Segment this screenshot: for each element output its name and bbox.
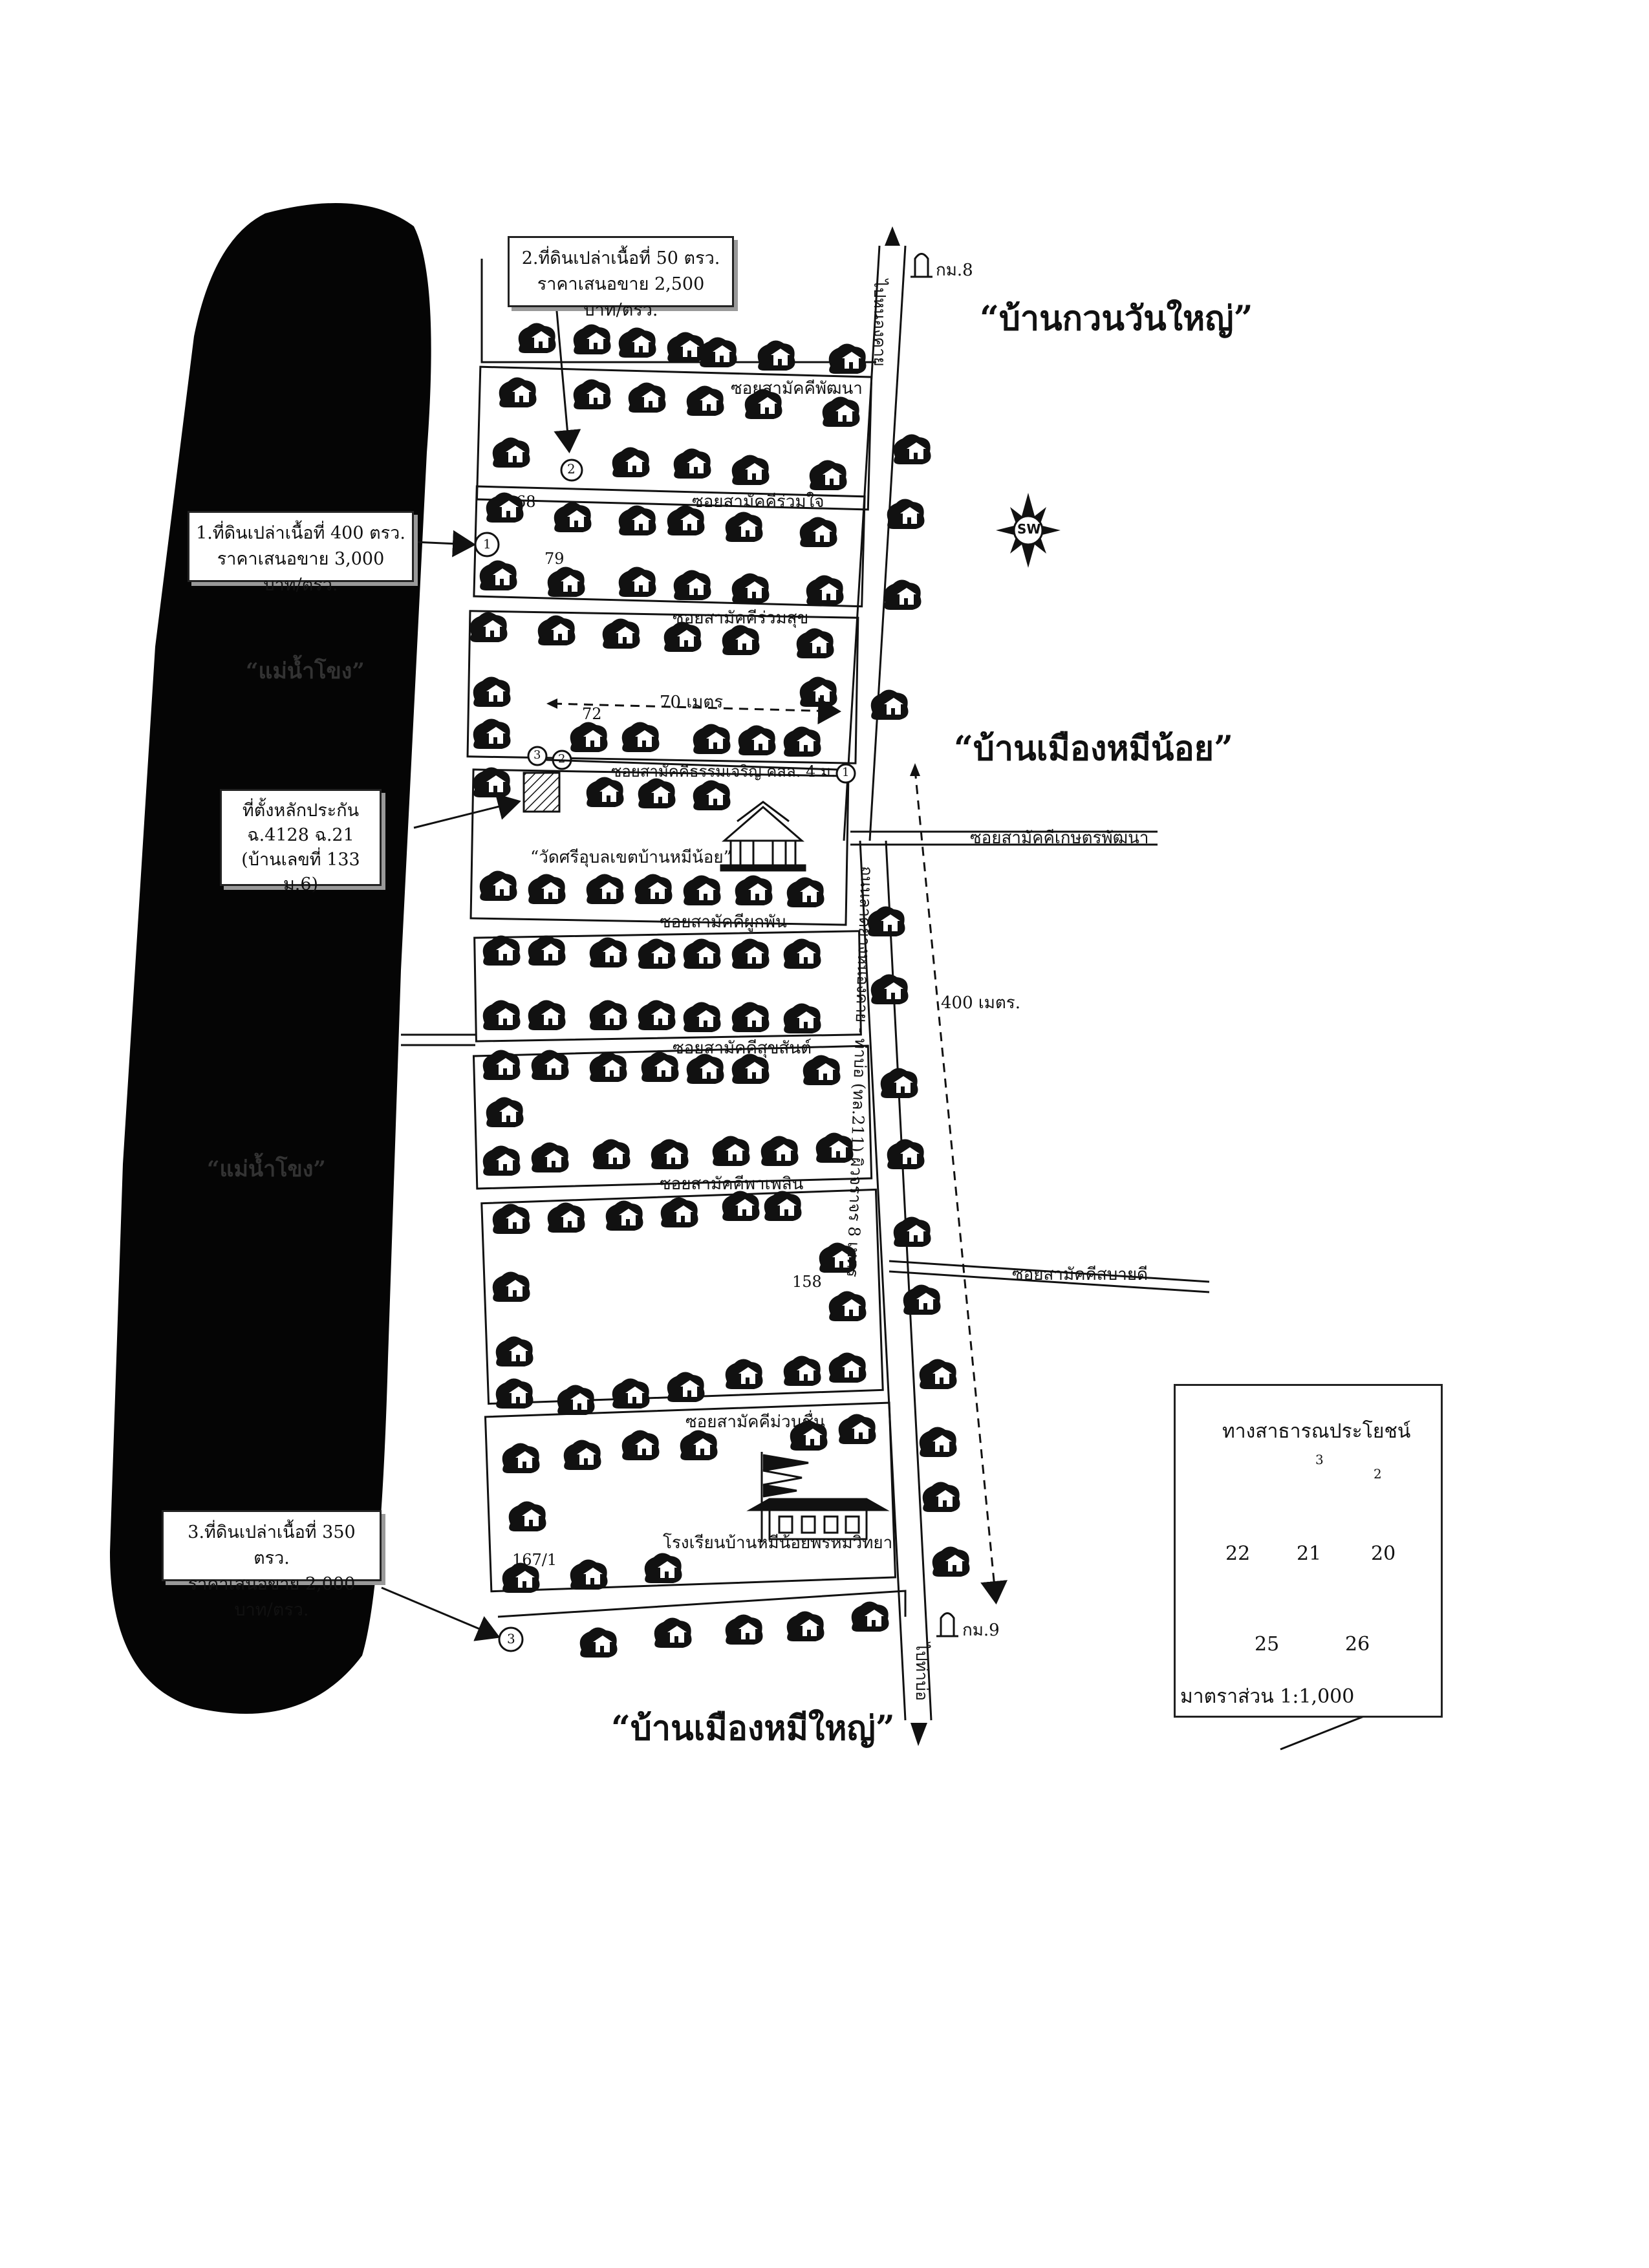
house-number: 158 — [792, 1273, 822, 1291]
leader-lines — [381, 303, 581, 1641]
village-middle-label: “บ้านเมืองหมีน้อย” — [954, 729, 1234, 768]
compass-icon — [996, 493, 1061, 568]
road-arrow-south — [911, 1723, 927, 1746]
soi-label-10: ซอยสามัคคีสบายดี — [1012, 1265, 1148, 1284]
plot-marker-3: 3 — [507, 1631, 515, 1647]
plot-marker-2: 2 — [567, 461, 576, 477]
collateral-parcel — [523, 772, 561, 813]
house-number: 79 — [544, 550, 565, 568]
km-post-north — [911, 253, 932, 278]
plot-markers — [474, 459, 856, 1652]
river-label-1: “แม่น้ำโขง” — [246, 658, 365, 684]
callout-collateral-deed: ฉ.4128 ฉ.21 — [247, 825, 354, 845]
plot-marker-2-collateral: 2 — [558, 752, 566, 766]
callout-collateral-title: ที่ตั้งหลักประกัน — [242, 801, 360, 821]
distance-label-400m: 400 เมตร. — [941, 993, 1021, 1013]
distance-line-70m — [552, 697, 841, 725]
inset-parcel-25: 25 — [1255, 1633, 1280, 1656]
soi-label-9: ซอยสามัคคีเกษตรพัฒนา — [970, 828, 1149, 848]
km-post-south — [936, 1612, 958, 1637]
inset-parcel-21: 21 — [1297, 1542, 1322, 1565]
inset-marker-3: 3 — [1315, 1452, 1324, 1467]
inset-marker-2: 2 — [1374, 1466, 1382, 1482]
callout-plot-1-area: 1.ที่ดินเปล่าเนื้อที่ 400 ตรว. — [196, 523, 405, 543]
school-label: โรงเรียนบ้านหมีน้อยพรหมวิทยา — [663, 1533, 893, 1553]
inset-scale: มาตราส่วน 1:1,000 — [1180, 1685, 1355, 1708]
callout-plot-3-price: ราคาเสนอขาย 2,000 บาท/ตรว. — [188, 1574, 356, 1620]
inset-title: ทางสาธารณประโยชน์ — [1222, 1420, 1411, 1443]
callout-plot-3-area: 3.ที่ดินเปล่าเนื้อที่ 350 ตรว. — [188, 1522, 356, 1568]
soi-label-8: ซอยสามัคคีม่วนชื่น — [685, 1412, 825, 1432]
callout-collateral-house-no: (บ้านเลขที่ 133 ม.6) — [241, 850, 360, 894]
callout-plot-1-price: ราคาเสนอขาย 3,000 บาท/ตรว. — [217, 549, 385, 595]
house-number: 68 — [516, 493, 536, 511]
inset-parcel-26: 26 — [1345, 1633, 1370, 1656]
temple-label: “วัดศรีอุบลเขตบ้านหมีน้อย” — [530, 848, 732, 867]
soi-label-6: ซอยสามัคคีสุขสันต์ — [673, 1039, 812, 1058]
road-end-south-label: ไปท่าบ่อ — [912, 1643, 931, 1701]
plot-marker-3-collateral: 3 — [534, 748, 541, 762]
soi-label-2: ซอยสามัคคีร่วมใจ — [692, 492, 824, 512]
callout-plot-2-price: ราคาเสนอขาย 2,500 บาท/ตรว. — [537, 274, 705, 320]
km-marker-north-label: กม.8 — [936, 261, 973, 280]
callout-plot-3: 3.ที่ดินเปล่าเนื้อที่ 350 ตรว. ราคาเสนอข… — [162, 1510, 382, 1620]
house-number: 167/1 — [512, 1551, 557, 1569]
plot-marker-1: 1 — [483, 536, 491, 552]
soi-label-1: ซอยสามัคคีพัฒนา — [731, 379, 863, 398]
callout-plot-2: 2.ที่ดินเปล่าเนื้อที่ 50 ตรว. ราคาเสนอขา… — [508, 236, 734, 320]
km-marker-south-label: กม.9 — [962, 1621, 1000, 1640]
house-number: 72 — [582, 705, 602, 723]
school-symbol — [746, 1452, 890, 1542]
road-end-north-label: ไปหนองคาย — [870, 279, 889, 367]
distance-label-70m: 70 เมตร — [660, 693, 724, 712]
temple-symbol — [720, 801, 806, 872]
village-north-label: “บ้านกวนวันใหญ่” — [980, 299, 1253, 338]
houses — [469, 323, 970, 1658]
soi-label-3: ซอยสามัคคีร่วมสุข — [673, 609, 809, 628]
plot-marker-1-road: 1 — [842, 766, 850, 779]
soi-label-5: ซอยสามัคคีผูกพัน — [660, 913, 787, 932]
callout-plot-2-area: 2.ที่ดินเปล่าเนื้อที่ 50 ตรว. — [521, 248, 720, 268]
compass-label: SW — [1017, 521, 1041, 537]
inset-parcel-20: 20 — [1371, 1542, 1396, 1565]
inset-box — [1174, 1384, 1443, 1718]
mekong-river — [110, 203, 431, 1714]
road-arrow-north — [885, 226, 900, 246]
inset-parcel-22: 22 — [1225, 1542, 1251, 1565]
river-label-2: “แม่น้ำโขง” — [207, 1156, 326, 1182]
callout-plot-1: 1.ที่ดินเปล่าเนื้อที่ 400 ตรว. ราคาเสนอข… — [188, 511, 414, 595]
callout-collateral: ที่ตั้งหลักประกัน ฉ.4128 ฉ.21 (บ้านเลขที… — [220, 789, 382, 894]
soi-label-7: ซอยสามัคคีพาเพลิน — [660, 1174, 804, 1194]
soi-label-4: ซอยสามัคคีธรรมเจริญ คสล. 4 ม. — [611, 762, 836, 781]
village-south-label: “บ้านเมืองหมีใหญ่” — [611, 1709, 895, 1748]
distance-line-400m — [914, 769, 1008, 1604]
